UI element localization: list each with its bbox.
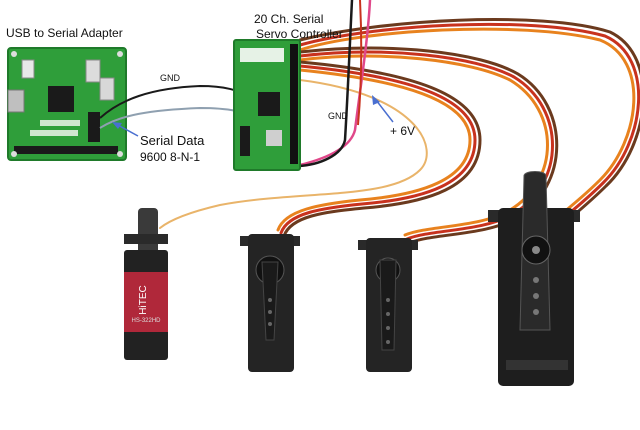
gnd-label-left: GND	[160, 73, 180, 83]
serial-data-label: Serial Data	[140, 133, 205, 148]
serial-settings-label: 9600 8-N-1	[140, 150, 201, 164]
power-wire-pink	[299, 0, 372, 167]
gnd-label-right: GND	[328, 111, 348, 121]
servo-cable-bundle	[159, 18, 640, 245]
serial-data-arrow	[112, 122, 139, 137]
servo-hitec: HiTEC HS-322HD	[124, 208, 168, 360]
servo-2	[240, 234, 300, 372]
ground-wire-black	[297, 0, 354, 168]
servo-large	[488, 171, 580, 386]
servo-3	[358, 238, 418, 372]
svg-text:HS-322HD: HS-322HD	[131, 318, 161, 324]
power-wire-red	[357, 0, 363, 126]
controller-label-line1: 20 Ch. Serial	[254, 12, 324, 26]
power-arrow	[372, 95, 394, 123]
servo-controller-board	[233, 39, 301, 171]
svg-text:HiTEC: HiTEC	[138, 285, 149, 314]
controller-label-line2: Servo Controller	[256, 27, 343, 41]
power-label: + 6V	[390, 124, 416, 138]
usb-adapter-label: USB to Serial Adapter	[6, 26, 123, 40]
usb-serial-adapter-board	[7, 47, 127, 161]
